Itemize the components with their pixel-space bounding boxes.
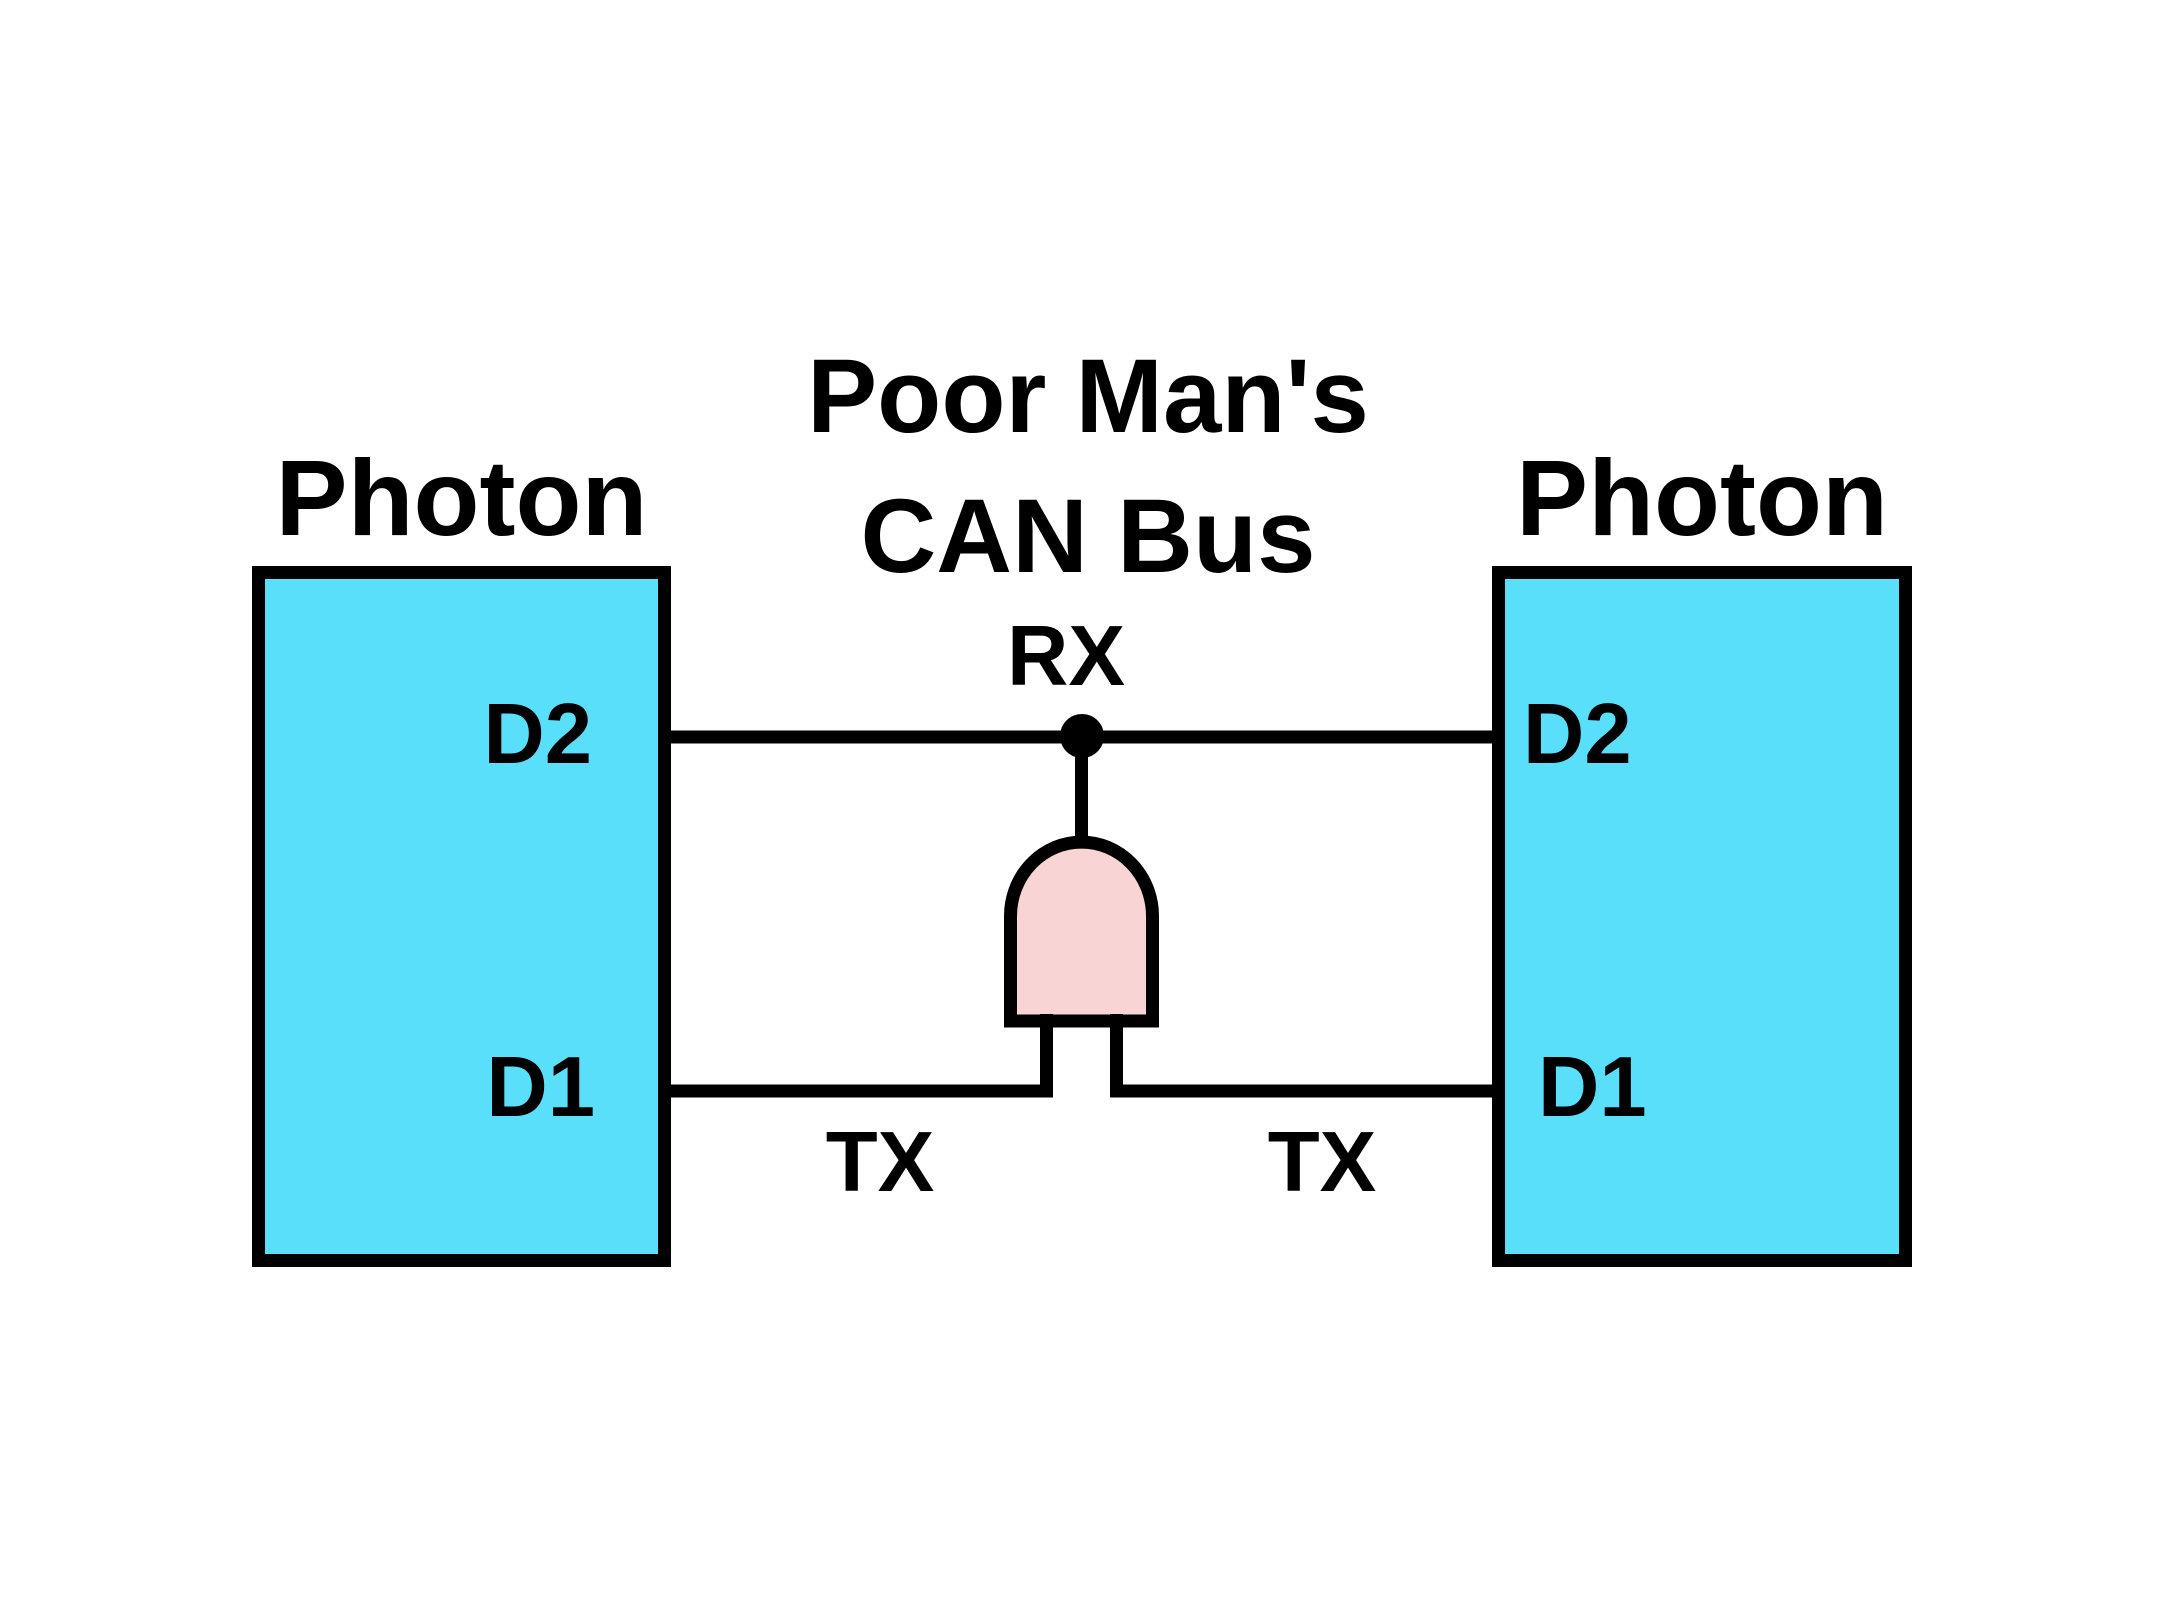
pin-label-d1-right: D1 xyxy=(1538,1040,1647,1135)
device-label-left: Photon xyxy=(275,437,648,558)
device-box-left xyxy=(252,566,671,1267)
and-gate-shape xyxy=(1004,835,1159,1028)
pin-label-d2-right: D2 xyxy=(1523,687,1632,782)
diagram-title-line2: CAN Bus xyxy=(860,478,1316,595)
diagram-title-line1: Poor Man's xyxy=(807,338,1369,455)
net-label-rx: RX xyxy=(1006,609,1126,704)
rx-junction-dot xyxy=(1060,714,1104,758)
net-label-tx-right: TX xyxy=(1267,1115,1377,1210)
net-label-tx-left: TX xyxy=(825,1115,935,1210)
diagram-title: Poor Man's CAN Bus xyxy=(807,327,1369,607)
pin-label-d2-left: D2 xyxy=(483,687,592,782)
pin-label-d1-left: D1 xyxy=(486,1040,595,1135)
device-label-right: Photon xyxy=(1516,437,1888,558)
device-box-right xyxy=(1492,566,1912,1267)
